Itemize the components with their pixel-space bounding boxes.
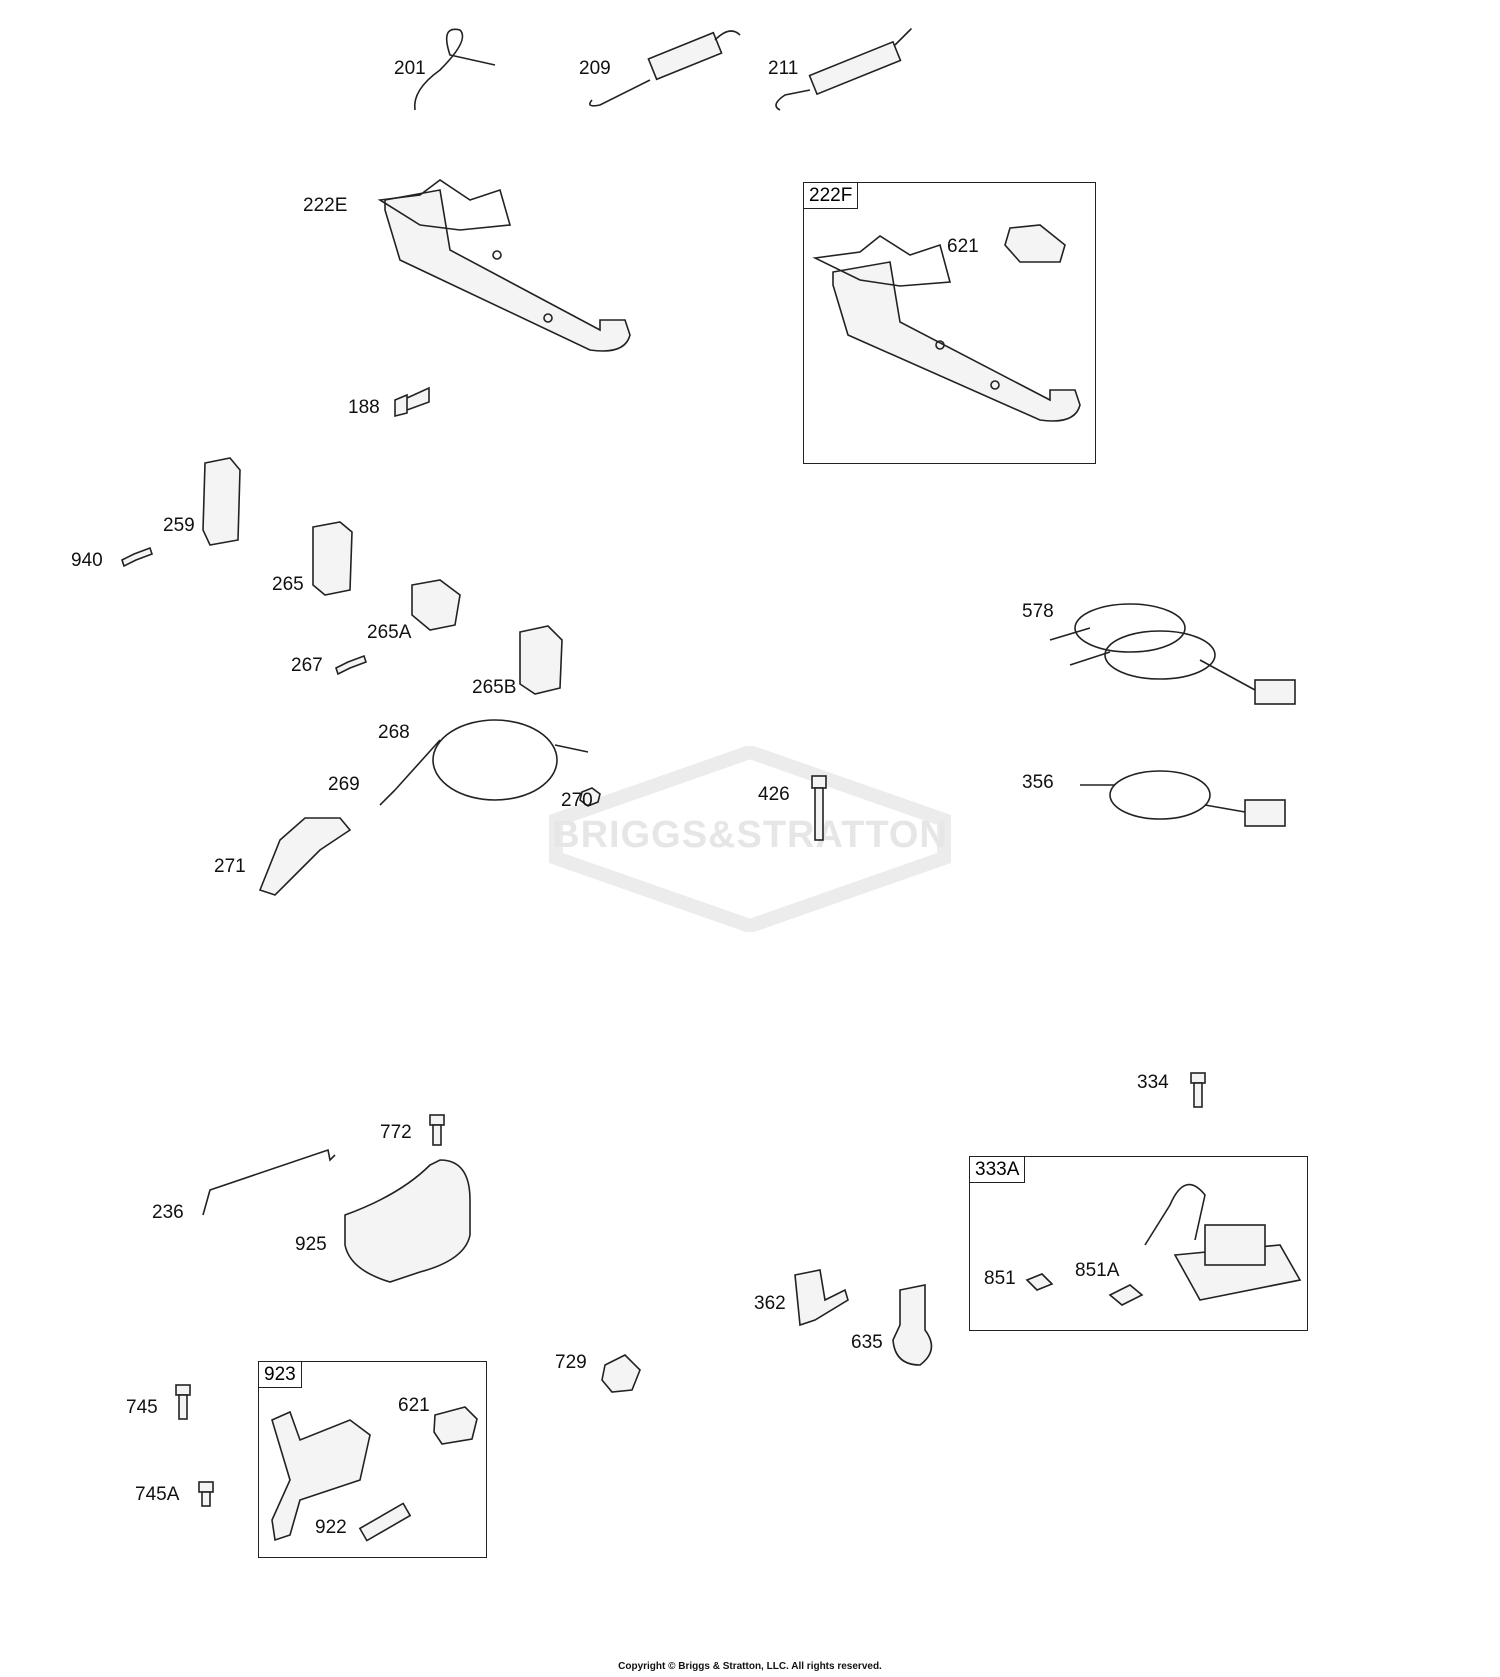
callout-271[interactable]: 271: [214, 856, 246, 877]
callout-269[interactable]: 269: [328, 774, 360, 795]
part-922-spring: [358, 1502, 412, 1542]
part-426-bolt: [811, 775, 827, 841]
part-265A-clip: [411, 579, 461, 631]
callout-621[interactable]: 621: [947, 236, 979, 257]
part-923-lever-assembly: [271, 1410, 371, 1542]
kit-box-222F: 222F: [803, 182, 1096, 464]
callout-236[interactable]: 236: [152, 1202, 184, 1223]
callout-621-kit923[interactable]: 621: [398, 1395, 430, 1416]
callout-745[interactable]: 745: [126, 1397, 158, 1418]
callout-270[interactable]: 270: [561, 790, 593, 811]
part-745A-bolt: [198, 1481, 214, 1507]
callout-635[interactable]: 635: [851, 1332, 883, 1353]
callout-925[interactable]: 925: [295, 1234, 327, 1255]
part-925-air-vane: [344, 1159, 471, 1283]
callout-578[interactable]: 578: [1022, 601, 1054, 622]
part-745-bolt: [175, 1384, 191, 1420]
part-851A-terminal: [1108, 1284, 1144, 1306]
part-209-spring: [589, 30, 741, 107]
callout-268[interactable]: 268: [378, 722, 410, 743]
part-851-terminal: [1025, 1273, 1054, 1291]
part-772-screw: [429, 1114, 445, 1146]
part-222F-governor-bracket: [812, 235, 1081, 422]
kit-label-923: 923: [259, 1362, 302, 1388]
callout-265A[interactable]: 265A: [367, 622, 412, 643]
callout-922[interactable]: 922: [315, 1517, 347, 1538]
watermark-text: BRIGGS&STRATTON: [552, 814, 948, 856]
part-271-lever: [258, 817, 352, 896]
callout-940[interactable]: 940: [71, 550, 103, 571]
part-578-wire-harness: [1049, 603, 1296, 705]
part-940-screw: [121, 546, 154, 568]
callout-362[interactable]: 362: [754, 1293, 786, 1314]
part-211-spring: [775, 28, 912, 111]
brand-watermark: BRIGGS&STRATTON: [548, 744, 952, 934]
part-729-clamp: [601, 1354, 641, 1393]
part-362-fitting: [794, 1269, 849, 1327]
copyright-footer: Copyright © Briggs & Stratton, LLC. All …: [618, 1661, 882, 1672]
part-356-wire-harness: [1080, 770, 1286, 827]
part-236-link: [202, 1148, 336, 1216]
callout-265B[interactable]: 265B: [472, 677, 517, 698]
callout-222E[interactable]: 222E: [303, 195, 348, 216]
part-265-clip: [312, 521, 353, 596]
callout-265[interactable]: 265: [272, 574, 304, 595]
callout-851[interactable]: 851: [984, 1268, 1016, 1289]
kit-box-333A: 333A: [969, 1156, 1308, 1331]
kit-label-222F: 222F: [804, 183, 859, 209]
callout-426[interactable]: 426: [758, 784, 790, 805]
callout-772[interactable]: 772: [380, 1122, 412, 1143]
part-259-clip: [202, 457, 241, 546]
part-635-spark-plug-boot: [892, 1284, 933, 1366]
kit-box-923: 923: [258, 1361, 487, 1558]
callout-209[interactable]: 209: [579, 58, 611, 79]
callout-334[interactable]: 334: [1137, 1072, 1169, 1093]
callout-356[interactable]: 356: [1022, 772, 1054, 793]
part-621-clip-923: [433, 1406, 478, 1445]
part-621-clip: [1004, 224, 1066, 263]
part-334-bolt: [1190, 1072, 1206, 1108]
callout-267[interactable]: 267: [291, 655, 323, 676]
callout-729[interactable]: 729: [555, 1352, 587, 1373]
part-268-cable: [394, 719, 589, 801]
callout-259[interactable]: 259: [163, 515, 195, 536]
callout-211[interactable]: 211: [768, 58, 799, 79]
part-267-screw: [335, 654, 368, 676]
part-222E-governor-bracket: [377, 179, 631, 352]
part-333A-armature: [1144, 1183, 1302, 1301]
part-201-spring: [413, 28, 496, 111]
part-265B-clip: [519, 625, 563, 695]
callout-745A[interactable]: 745A: [135, 1484, 180, 1505]
part-269-cable-end: [379, 789, 396, 806]
kit-label-333A: 333A: [970, 1157, 1026, 1183]
callout-188[interactable]: 188: [348, 397, 380, 418]
part-188-bolt: [394, 386, 430, 418]
callout-201[interactable]: 201: [394, 58, 426, 79]
callout-851A[interactable]: 851A: [1075, 1260, 1120, 1281]
part-270-nut: [579, 787, 601, 807]
